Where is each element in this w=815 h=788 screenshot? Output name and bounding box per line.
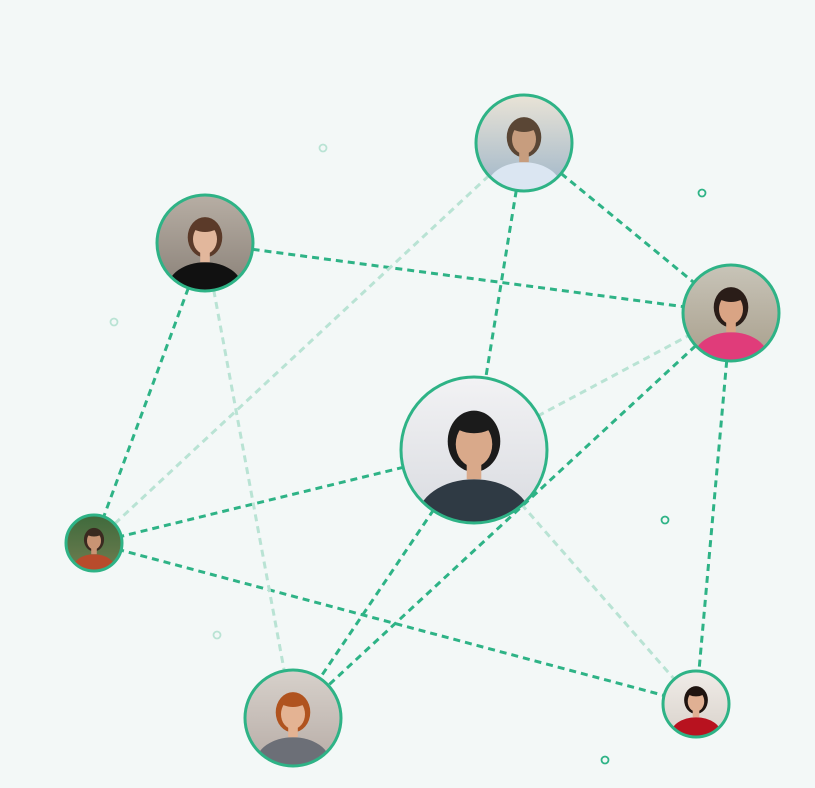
avatar-ring <box>681 263 781 363</box>
person-avatar-man-with-glasses-in-dark-tank[interactable] <box>399 375 549 560</box>
connection-p-violin-p-pink <box>204 241 732 315</box>
connection-p-pink-p-bottom <box>291 311 733 720</box>
connection-p-violin-p-left <box>92 242 207 544</box>
avatar-ring <box>661 669 731 739</box>
connection-p-top-p-left <box>92 141 526 545</box>
person-avatar-smiling-bearded-man[interactable] <box>64 513 124 585</box>
person-avatar-woman-with-long-wavy-red-hair[interactable] <box>243 668 343 788</box>
people-nodes-layer <box>64 93 781 788</box>
person-avatar-woman-in-pink-top[interactable] <box>681 263 781 385</box>
avatar-ring <box>155 193 255 293</box>
avatar-ring <box>64 513 124 573</box>
avatar-ring <box>399 375 549 525</box>
person-avatar-woman-with-violin-and-glasses[interactable] <box>155 193 255 315</box>
connection-p-violin-p-bottom <box>203 242 295 719</box>
decorative-dot <box>212 630 222 640</box>
connection-p-top-p-center <box>472 142 526 451</box>
decorative-dot <box>697 188 707 198</box>
person-avatar-laughing-woman-in-red[interactable] <box>661 669 731 753</box>
decorative-dot <box>600 755 610 765</box>
decorative-dots-layer <box>109 143 707 765</box>
connection-p-top-p-pink <box>523 141 732 315</box>
decorative-dot <box>660 515 670 525</box>
decorative-dot <box>109 317 119 327</box>
connections-layer <box>92 141 733 720</box>
avatar-ring <box>474 93 574 193</box>
avatar-ring <box>243 668 343 768</box>
decorative-dot <box>318 143 328 153</box>
connection-p-left-p-right <box>93 541 697 706</box>
person-avatar-man-in-white-shirt-by-water[interactable] <box>474 93 574 215</box>
connection-p-center-p-right <box>472 449 698 705</box>
connection-p-pink-p-right <box>694 312 733 705</box>
